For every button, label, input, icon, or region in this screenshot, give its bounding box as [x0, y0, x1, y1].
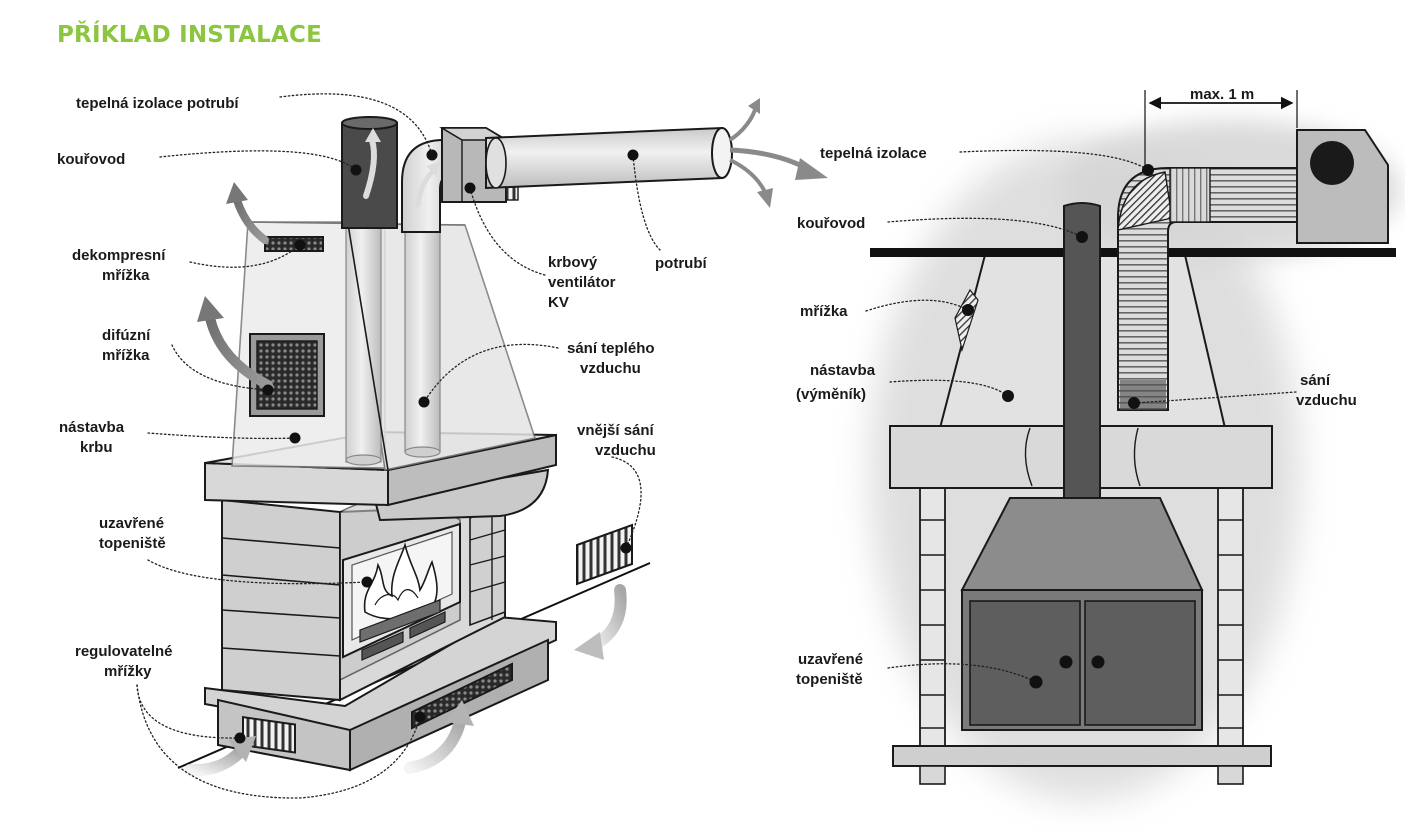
- label-pipe-insulation: tepelná izolace potrubí: [76, 95, 239, 112]
- right-leader-lines: [865, 149, 1297, 689]
- label-hood-1: nástavba: [810, 362, 876, 379]
- label-right-flue: kouřovod: [797, 215, 865, 232]
- right-labels: tepelná izolace kouřovod mřížka nástavba…: [796, 145, 1357, 688]
- label-diffuser-grille-1: difúzní: [102, 327, 151, 344]
- right-pillars: [919, 487, 1244, 747]
- fireplace-body: [221, 468, 550, 702]
- label-closed-firebox-1: uzavřené: [99, 515, 164, 532]
- label-decompression-grille-1: dekompresní: [72, 247, 166, 264]
- right-fan: [1296, 129, 1389, 244]
- label-diffuser-grille-2: mřížka: [102, 347, 150, 364]
- label-max-length: max. 1 m: [1190, 86, 1254, 103]
- label-air-intake-1: sání: [1300, 372, 1331, 389]
- label-grille: mřížka: [800, 303, 848, 320]
- label-right-firebox-1: uzavřené: [798, 651, 863, 668]
- label-fireplace-hood-1: nástavba: [59, 419, 125, 436]
- label-insulation: tepelná izolace: [820, 145, 927, 162]
- airflow-arrows: [184, 182, 627, 777]
- label-closed-firebox-2: topeniště: [99, 535, 166, 552]
- label-fan-2: ventilátor: [548, 274, 616, 291]
- label-warm-air-intake-1: sání teplého: [567, 340, 655, 357]
- label-hood-2: (výměník): [796, 386, 866, 403]
- label-decompression-grille-2: mřížka: [102, 267, 150, 284]
- output-pipe: [485, 126, 733, 190]
- label-piping: potrubí: [655, 255, 707, 272]
- right-flue: [1063, 202, 1101, 499]
- outflow-arrows: [728, 98, 828, 208]
- flue-pipe: [341, 116, 398, 229]
- label-fan-3: KV: [548, 294, 569, 311]
- label-outside-air-intake-2: vzduchu: [595, 442, 656, 459]
- label-adjustable-grilles-1: regulovatelné: [75, 643, 173, 660]
- label-fan-1: krbový: [548, 254, 598, 271]
- outside-intake-grille: [576, 523, 633, 586]
- label-fireplace-hood-2: krbu: [80, 439, 113, 456]
- label-flue: kouřovod: [57, 151, 125, 168]
- label-adjustable-grilles-2: mřížky: [104, 663, 152, 680]
- label-right-firebox-2: topeniště: [796, 671, 863, 688]
- label-outside-air-intake-1: vnější sání: [577, 422, 655, 439]
- left-leader-lines: [136, 93, 661, 799]
- right-figure: max. 1 m tepelná izolace kouřovod mřížka…: [796, 86, 1400, 800]
- left-figure: tepelná izolace potrubí kouřovod dekompr…: [57, 93, 828, 799]
- fireplace-base: [204, 615, 557, 772]
- label-air-intake-2: vzduchu: [1296, 392, 1357, 409]
- label-warm-air-intake-2: vzduchu: [580, 360, 641, 377]
- fireplace-hood: [231, 221, 537, 471]
- dimension-max-1m: max. 1 m: [1144, 86, 1298, 165]
- page-title: PŘÍKLAD INSTALACE: [57, 22, 323, 48]
- left-labels: tepelná izolace potrubí kouřovod dekompr…: [57, 95, 707, 680]
